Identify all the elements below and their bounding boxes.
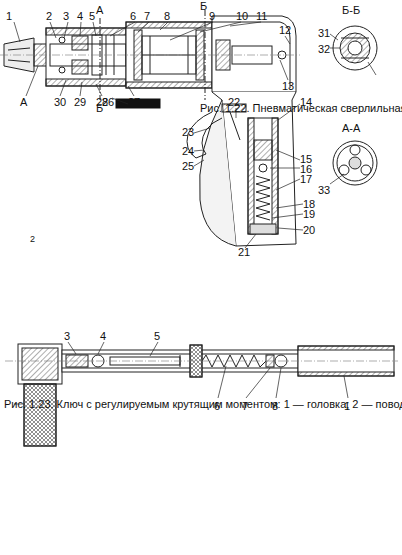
callout-number: 27 xyxy=(128,96,140,108)
section-views-part xyxy=(340,33,370,63)
callout-number: 11 xyxy=(256,10,267,22)
wrench-drawing-part xyxy=(5,361,398,362)
drill-drawing-part xyxy=(256,176,270,220)
section-views-part xyxy=(348,41,362,55)
callout-number: 29 xyxy=(74,96,86,108)
section-mark: Б xyxy=(200,0,207,12)
drill-drawing-part xyxy=(72,60,88,74)
section-mark: Рис. 1.23. Ключ с регулируемым крутящим … xyxy=(4,398,402,410)
section-views-part xyxy=(339,165,349,175)
drill-drawing-part xyxy=(248,118,278,234)
callout-number: 17 xyxy=(300,173,312,185)
callout-number: 6 xyxy=(130,10,136,22)
callout-number: 33 xyxy=(318,184,330,196)
drill-drawing-part xyxy=(254,140,272,160)
leader-lines xyxy=(14,22,376,248)
section-views-part xyxy=(337,145,373,181)
section-mark: А xyxy=(20,96,27,108)
callout-number: 4 xyxy=(100,330,106,342)
callout-number: 5 xyxy=(89,10,95,22)
callout-number: 10 xyxy=(236,10,248,22)
drill-drawing-part xyxy=(248,118,254,234)
drill-drawing-part xyxy=(199,100,236,246)
wrench-drawing-part xyxy=(298,346,394,350)
leader-lines-part xyxy=(14,342,348,404)
wrench-drawing xyxy=(5,344,398,446)
callout-number: 3 xyxy=(63,10,69,22)
drill-drawing-part xyxy=(46,79,126,86)
callout-number: 21 xyxy=(238,246,250,258)
section-views-part xyxy=(349,157,361,169)
figure-caption: 2 xyxy=(30,234,382,244)
callout-number: 23 xyxy=(182,126,194,138)
section-views-part xyxy=(361,165,371,175)
callout-number: 8 xyxy=(164,10,170,22)
leader-lines xyxy=(14,342,348,404)
drill-drawing-part xyxy=(100,18,101,100)
drill-drawing-part xyxy=(272,118,278,234)
callout-number: 4 xyxy=(77,10,83,22)
section-mark: А xyxy=(96,4,103,16)
wrench-drawing-part xyxy=(22,348,58,380)
drill-drawing-part xyxy=(46,28,126,86)
callout-number: 25 xyxy=(182,160,194,172)
drill-drawing xyxy=(0,10,300,246)
section-views-part xyxy=(350,145,360,155)
callout-number: 3 xyxy=(64,330,70,342)
section-mark: Б xyxy=(96,102,103,114)
drill-drawing-part xyxy=(212,16,296,92)
drill-drawing-part xyxy=(72,36,88,50)
callout-number: 30 xyxy=(54,96,66,108)
section-views-part xyxy=(333,141,377,185)
leader-lines-part xyxy=(14,22,303,248)
drill-drawing-part xyxy=(59,67,65,73)
callout-number: 19 xyxy=(303,208,315,220)
callout-number: 9 xyxy=(209,10,215,22)
drill-drawing-part xyxy=(126,22,212,28)
callout-number: 32 xyxy=(318,43,330,55)
callout-number: 20 xyxy=(303,224,315,236)
wrench-drawing-part xyxy=(298,372,394,376)
callout-number: 12 xyxy=(279,24,291,36)
drill-drawing-part xyxy=(0,55,300,56)
wrench-drawing-part xyxy=(18,344,62,384)
section-mark: А-А xyxy=(342,122,360,134)
drill-drawing-part xyxy=(126,82,212,88)
drill-drawing-part xyxy=(259,164,267,172)
callout-number: 7 xyxy=(144,10,150,22)
wrench-drawing-part xyxy=(24,384,56,446)
callout-number: 13 xyxy=(282,80,294,92)
wrench-drawing-part xyxy=(24,384,56,446)
drill-drawing-part xyxy=(250,224,276,234)
drill-drawing-part xyxy=(230,112,240,140)
callout-number: 24 xyxy=(182,145,194,157)
callout-number: 1 xyxy=(6,10,12,22)
callout-number: 2 xyxy=(46,10,52,22)
section-mark: Рис. 1.22. Пневматическая сверлильная ма… xyxy=(200,102,402,114)
callout-number: 31 xyxy=(318,27,330,39)
section-mark: Б-Б xyxy=(342,4,360,16)
section-views-part xyxy=(341,38,369,58)
callout-number: 5 xyxy=(154,330,160,342)
